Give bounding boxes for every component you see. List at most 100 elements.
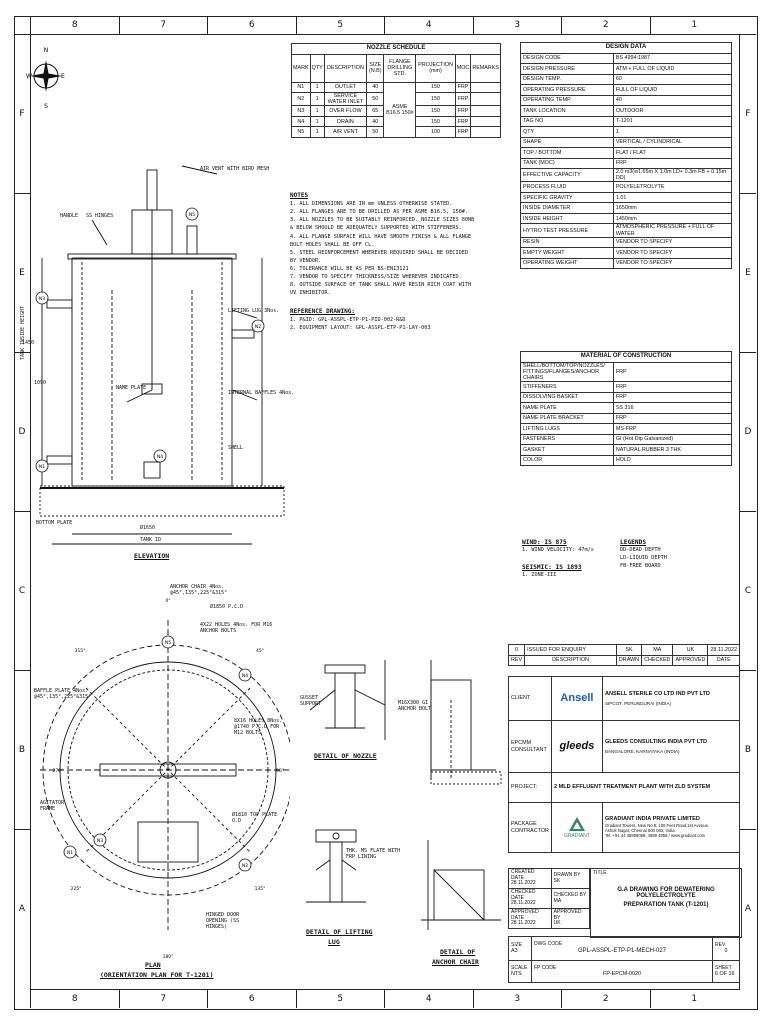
key-cell: TANK LOCATION — [520, 105, 614, 117]
approved-by: UK — [553, 920, 561, 927]
drawing-title-1: G.A DRAWING FOR DEWATERING POLYELECTROLY… — [617, 887, 715, 899]
note-item: 5. STEEL REINFORCEMENT WHEREVER REQUIRED… — [290, 249, 469, 256]
epcmm-label: EPCMM CONSULTANT — [508, 720, 552, 773]
cell: OUTLET — [323, 81, 368, 93]
cell: FRP — [454, 105, 472, 117]
zone-col: 7 — [118, 990, 208, 1008]
epcmm-row: EPCMM CONSULTANT gleeds GLEEDS CONSULTIN… — [508, 720, 741, 773]
svg-text:N1: N1 — [67, 850, 73, 856]
value-cell: BS 4994:1987 — [612, 52, 733, 64]
cell: FRP — [454, 115, 472, 128]
key-cell: HYTRO TEST PRESSURE — [520, 223, 614, 238]
plan-title-2: (ORIENTATION PLAN FOR T-1201) — [100, 971, 214, 979]
size-value: A3 — [511, 948, 518, 955]
zone-markers-left: F E D C B A — [14, 34, 30, 988]
tank-height-label: TANK INSIDE HEIGHT — [20, 305, 26, 360]
client-addr: SIPCOT, PERUNDURAI (INDIA) — [604, 701, 672, 707]
cell: 40 — [366, 115, 385, 128]
sheet-border — [14, 16, 758, 1010]
pcd-label: Ø1850 P.C.D — [210, 604, 244, 610]
project-label: PROJECT: — [508, 772, 552, 803]
value-cell: VENDOR TO SPECIFY — [612, 257, 733, 270]
zone-col: 8 — [30, 16, 119, 34]
cell: SERVICE WATER INLET — [323, 91, 368, 107]
zone-row: B — [740, 670, 756, 829]
value-cell: 1.01 — [612, 191, 733, 204]
rev-approved-cell: UK — [672, 644, 709, 656]
svg-text:S: S — [44, 103, 48, 110]
key-cell: DESIGN CODE — [520, 52, 614, 64]
legends-block: LEGENDS DD-DEAD DEPTH LD-LIQUID DEPTH FB… — [620, 538, 667, 571]
value-cell: VENDOR TO SPECIFY — [612, 247, 733, 259]
package-label: PACKAGE CONTRACTOR — [508, 802, 552, 853]
rev-header: APPROVED — [672, 654, 709, 666]
package-row: PACKAGE CONTRACTOR GRADIANT GRADIANT IND… — [508, 802, 741, 853]
col-header: QTY — [309, 53, 325, 83]
value-cell: 60 — [612, 73, 733, 85]
zone-col: 5 — [295, 16, 385, 34]
baffle-plate-label: BAFFLE PLATE 4Nos. @45°,135°,225°&315° — [34, 688, 92, 700]
scale-label: SCALE — [511, 964, 528, 971]
rev-desc-cell: ISSUED FOR ENQUIRY — [524, 644, 617, 656]
agitator-label: AGITATOR FRAME — [40, 800, 65, 812]
key-cell: EFFECTIVE CAPACITY — [520, 167, 614, 183]
moc-table: MATERIAL OF CONSTRUCTION SHELL/BOTTOM/TO… — [520, 351, 733, 467]
anchor-chair-detail-drawing-2 — [421, 840, 501, 930]
key-cell: INSIDE HEIGHT — [520, 212, 614, 225]
table-row: N5 1 AIR VENT 50 100 FRP — [291, 126, 501, 138]
col-header: FLANGE DRILLING STD. — [383, 53, 417, 83]
dim-1450: 1450 — [22, 340, 35, 346]
value-cell: GI (Hot Dip Galvanized) — [612, 433, 733, 446]
zone-row: D — [740, 352, 756, 511]
key-cell: DESIGN TEMP. — [520, 73, 614, 85]
svg-text:0°: 0° — [165, 598, 170, 604]
value-cell: FLAT / FLAT — [612, 147, 733, 159]
lifting-lug-label: LIFTING LUG 3Nos. — [228, 308, 280, 314]
table-row: N2 1 SERVICE WATER INLET 50 150 FRP — [291, 91, 501, 107]
zone-col: 4 — [384, 990, 473, 1008]
moc-title: MATERIAL OF CONSTRUCTION — [520, 351, 732, 363]
key-cell: OPERATING PRESSURE — [520, 84, 614, 96]
rev-label: REV. — [715, 941, 727, 948]
title-label: TITLE — [593, 870, 607, 876]
north-compass-icon: N S W E — [26, 47, 65, 110]
hinged-door-label: HINGED DOOR OPENING (SS HINGES) — [206, 912, 240, 930]
revision-table: 0 ISSUED FOR ENQUIRY SK MA UK 28.11.2022… — [507, 644, 740, 666]
package-addr: Ashok Nagar, Chennai 600 083, India. — [604, 828, 676, 834]
zone-col: 2 — [561, 16, 650, 34]
dim-1650: Ø1650 — [140, 525, 156, 531]
cell: N3 — [291, 105, 311, 117]
internal-baffles-label: INTERNAL BAFFLES 4Nos. — [228, 390, 295, 396]
value-cell: 2.0 m3(w1.65m X 1.0m LD+ 0.3m FB + 0.15m… — [612, 167, 733, 183]
key-cell: FASTENERS — [520, 433, 614, 446]
fp-code: FP-EPCM-0020 — [602, 971, 642, 978]
key-cell: INSIDE DIAMETER — [520, 202, 614, 214]
cell: 100 — [415, 126, 456, 138]
cell: FRP — [454, 91, 472, 107]
zone-row: A — [740, 829, 756, 988]
col-header: MOC — [454, 53, 472, 83]
value-cell: ATM + FULL OF LIQUID — [612, 63, 733, 75]
bottom-plate-label: BOTTOM PLATE — [36, 520, 73, 526]
svg-text:N2: N2 — [255, 324, 261, 330]
value-cell: MS-FRP — [612, 423, 733, 435]
value-cell: HOLD — [612, 454, 733, 467]
lifting-detail-title-2: LUG — [328, 938, 340, 946]
notes-title: NOTES — [290, 192, 309, 199]
elevation-title: ELEVATION — [134, 552, 170, 560]
key-cell: EMPTY WEIGHT — [520, 247, 614, 259]
table-row: SHELL/BOTTOM/TOP/NOZZLES/ FITTINGS/FLANG… — [520, 361, 733, 383]
